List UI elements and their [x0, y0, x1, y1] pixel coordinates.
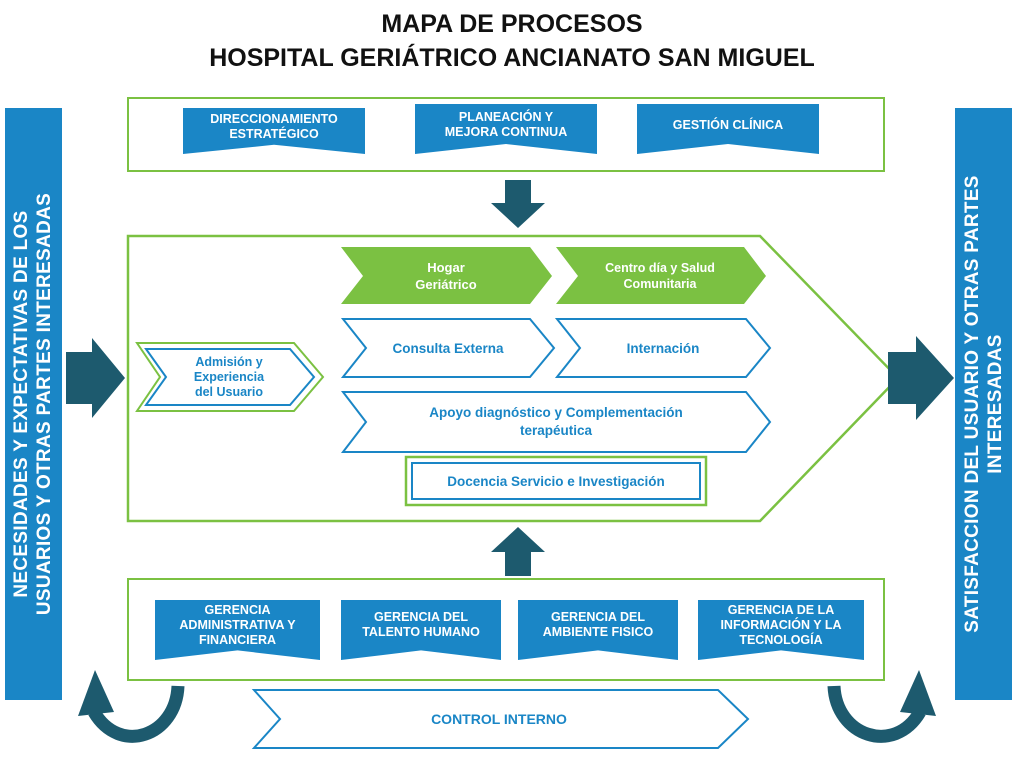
admission-label-line: Admisión y — [195, 354, 263, 369]
support-item-line: TECNOLOGÍA — [739, 632, 823, 647]
support-item-line: GERENCIA — [204, 602, 271, 617]
strategic-item-line: PLANEACIÓN Y — [458, 110, 554, 124]
strategic-item-line: ESTRATÉGICO — [229, 127, 319, 141]
internacion-chevron — [554, 318, 772, 378]
down-arrow-icon — [491, 180, 545, 228]
docencia-box-inner — [411, 462, 701, 500]
consulta-label: Consulta Externa — [392, 340, 504, 356]
hogar-label-line: Geriátrico — [415, 276, 477, 292]
up-arrow-icon — [491, 527, 545, 576]
consulta-chevron — [340, 318, 556, 378]
admission-label-line: del Usuario — [194, 384, 264, 399]
support-item-line: GERENCIA DEL — [374, 610, 468, 624]
admission-chevron-inner — [144, 348, 316, 406]
support-item-line: GERENCIA DE LA — [727, 602, 835, 617]
apoyo-label-line: Apoyo diagnóstico y Complementación — [429, 405, 683, 420]
strategic-item-line: DIRECCIONAMIENTO — [210, 112, 338, 126]
centro-label-line: Centro día y Salud — [605, 260, 715, 275]
right-curved-arrowhead-icon — [900, 670, 936, 716]
support-item-line: GERENCIA DEL — [550, 610, 645, 624]
support-item-line: AMBIENTE FISICO — [542, 625, 654, 639]
strategic-item-line: GESTIÓN CLÍNICA — [672, 117, 784, 132]
hogar-chevron — [341, 247, 552, 304]
diagram-title-line1: MAPA DE PROCESOS — [381, 10, 643, 38]
control-interno-label: CONTROL INTERNO — [431, 711, 567, 727]
centro-chevron — [556, 247, 766, 304]
diagram-title-line2: HOSPITAL GERIÁTRICO ANCIANATO SAN MIGUEL — [209, 44, 815, 72]
left-curved-arrowhead-icon — [78, 670, 114, 716]
input-arrow-icon — [66, 338, 125, 418]
support-item-line: ADMINISTRATIVA Y — [179, 617, 296, 632]
apoyo-label: Apoyo diagnóstico y Complementación terap… — [366, 392, 746, 452]
support-item-line: INFORMACIÓN Y LA — [720, 617, 842, 632]
apoyo-label-line: terapéutica — [519, 423, 593, 438]
right-side-bar: SATISFACCION DEL USUARIO Y OTRAS PARTES … — [955, 108, 1012, 700]
support-item-line: TALENTO HUMANO — [362, 625, 480, 639]
hogar-label-line: Hogar — [427, 259, 465, 275]
control-interno-chevron — [251, 689, 750, 749]
support-item-line: FINANCIERA — [198, 632, 277, 647]
internacion-label: Internación — [626, 340, 700, 356]
apoyo-chevron — [340, 391, 772, 453]
docencia-label: Docencia Servicio e Investigación — [447, 473, 665, 489]
right-curved-arrow-icon — [827, 685, 926, 743]
left-curved-arrow-icon — [88, 685, 185, 743]
strategic-item-line: MEJORA CONTINUA — [444, 125, 568, 139]
left-side-bar: NECESIDADES Y EXPECTATIVAS DE LOS USUARI… — [5, 108, 62, 700]
output-arrow-icon — [888, 336, 954, 420]
admission-label-line: Experiencia — [193, 369, 265, 384]
centro-label-line: Comunitaria — [623, 276, 697, 291]
